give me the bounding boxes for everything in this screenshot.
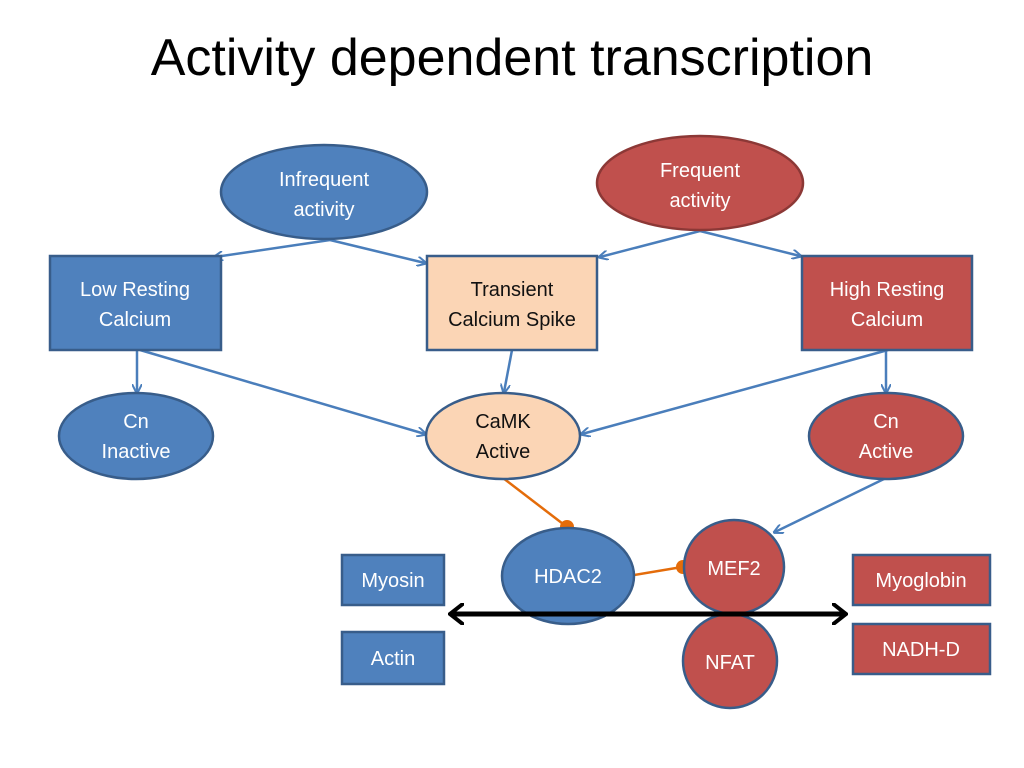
camk-active-line2: Active [476,441,530,463]
slide-title: Activity dependent transcription [150,29,874,87]
mef2-label: MEF2 [707,558,760,580]
high-resting-calcium-line2: Calcium [851,309,923,331]
arrow-frequent-to-transient-spike [600,229,701,257]
frequent-activity-line2: activity [669,190,730,212]
hdac2-label: HDAC2 [534,566,602,588]
node-camk-active: CaMK Active [424,391,582,481]
low-resting-calcium-line1: Low Resting [80,279,190,301]
arrow-transient-spike-to-camk [504,349,514,392]
nfat-label: NFAT [705,652,755,674]
node-myosin: Myosin [340,553,446,607]
node-frequent-activity: Frequent activity [595,134,805,232]
node-high-resting-calcium: High Resting Calcium [800,254,974,352]
myosin-label: Myosin [361,570,424,592]
arrow-infrequent-to-transient-spike [329,238,425,263]
node-hdac2: HDAC2 [500,526,636,626]
node-actin: Actin [340,630,446,686]
arrow-low-calcium-to-camk [139,348,425,434]
node-infrequent-activity: Infrequent activity [219,143,429,241]
arrow-infrequent-to-low-calcium [215,238,331,257]
nadh-d-label: NADH-D [882,639,960,661]
transient-calcium-spike-line2: Calcium Spike [448,309,576,331]
connectors [137,229,889,532]
node-low-resting-calcium: Low Resting Calcium [48,254,223,352]
arrow-frequent-to-high-calcium [699,229,800,256]
cn-active-line1: Cn [873,411,899,433]
cn-active-line2: Active [859,441,913,463]
frequent-activity-line1: Frequent [660,160,740,182]
cn-inactive-line1: Cn [123,411,149,433]
node-transient-calcium-spike: Transient Calcium Spike [425,254,599,352]
node-nadh-d: NADH-D [851,622,992,676]
infrequent-activity-line2: activity [293,199,354,221]
transient-calcium-spike-line1: Transient [471,279,554,301]
node-mef2: MEF2 [682,518,786,616]
arrow-cn-active-to-mef2 [775,476,887,532]
node-nfat: NFAT [681,612,779,710]
cn-inactive-line2: Inactive [102,441,171,463]
high-resting-calcium-line1: High Resting [830,279,945,301]
actin-label: Actin [371,648,415,670]
arrow-high-calcium-to-camk [582,348,889,434]
node-cn-inactive: Cn Inactive [57,391,215,481]
myoglobin-label: Myoglobin [875,570,966,592]
node-cn-active: Cn Active [807,391,965,481]
node-myoglobin: Myoglobin [851,553,992,607]
infrequent-activity-line1: Infrequent [279,169,370,191]
inhibit-camk-to-hdac2 [502,477,568,528]
low-resting-calcium-line2: Calcium [99,309,171,331]
inhibit-hdac2-to-mef2 [633,565,683,577]
camk-active-line1: CaMK [475,411,531,433]
